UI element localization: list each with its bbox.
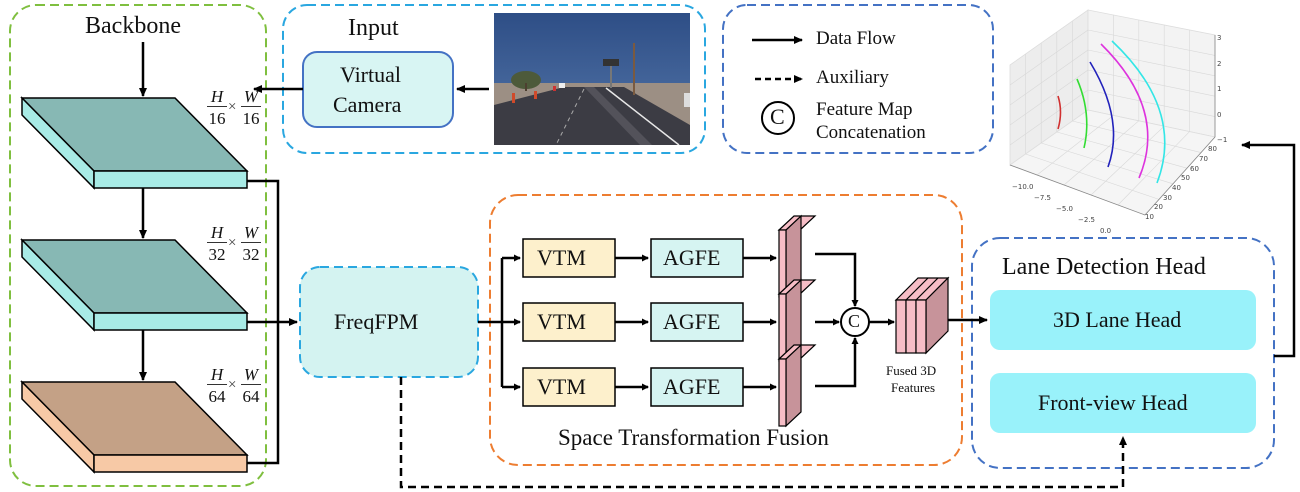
x-tick-label: −10.0 — [1012, 183, 1034, 191]
front-view-head-box — [990, 373, 1256, 433]
agfe-box-1 — [650, 238, 744, 278]
x-tick-label: −5.0 — [1056, 205, 1073, 213]
freqfpm-label: FreqFPM — [334, 309, 419, 334]
virtual-camera-label-1: Virtual — [340, 62, 401, 87]
vtm-box-1 — [522, 238, 616, 278]
legend-auxiliary: Auxiliary — [816, 67, 889, 88]
virtual-camera-label-2: Camera — [333, 92, 402, 117]
stf-feature-map-edge-3 — [778, 358, 787, 427]
lane-3d-plot — [1009, 9, 1216, 216]
plot-gridline — [1036, 115, 1114, 176]
y-tick-label: 80 — [1208, 145, 1217, 154]
lane-head-box — [990, 290, 1256, 350]
stf-feature-map-face-3 — [785, 343, 802, 428]
backbone-title: Backbone — [85, 13, 181, 39]
fused-label-1: Fused 3D — [886, 363, 937, 378]
plot-gridline — [1009, 89, 1089, 146]
z-tick-label: 2 — [1217, 59, 1222, 68]
bus-fm1 — [247, 179, 280, 322]
legend-concat-symbol: C — [770, 104, 785, 129]
plot-gridline — [1041, 142, 1174, 185]
z-tick-label: 0 — [1217, 110, 1222, 119]
plot-gridline — [1009, 69, 1089, 126]
stf-feature-map-edge-1 — [778, 229, 787, 298]
front-view-head-label: Front-view Head — [1038, 390, 1188, 415]
vtm-box-3 — [522, 367, 616, 407]
plot-gridline — [1087, 29, 1216, 56]
input-title: Input — [348, 15, 399, 41]
z-tick-label: 1 — [1217, 85, 1222, 93]
vtm-label-3: VTM — [537, 374, 586, 399]
agfe-box-3 — [650, 367, 744, 407]
agfe-box-2 — [650, 302, 744, 342]
plot-gridline — [1009, 29, 1089, 86]
plot-gridline — [1087, 89, 1216, 117]
concat-symbol: C — [848, 311, 861, 331]
x-tick-label: −7.5 — [1034, 194, 1051, 202]
y-tick-label: 10 — [1145, 213, 1154, 221]
arrow-fm-bot-to-concat — [815, 337, 859, 388]
lane-curve-3 — [1089, 61, 1115, 168]
plot-gridline — [1056, 131, 1188, 169]
legend-concat-line2: Concatenation — [816, 122, 926, 143]
plot-gridline — [1087, 49, 1216, 77]
auxiliary-path — [399, 377, 1127, 489]
plot-gridline — [1025, 153, 1160, 200]
y-tick-label: 30 — [1163, 193, 1172, 202]
head-title: Lane Detection Head — [1002, 254, 1206, 280]
y-tick-label: 20 — [1154, 203, 1163, 212]
arrow-fm-top-to-concat — [815, 252, 859, 307]
stf-group — [489, 194, 963, 466]
bus-fm3 — [247, 322, 280, 465]
legend-concat-icon — [761, 101, 795, 135]
vtm-label-2: VTM — [537, 309, 586, 334]
plot-gridline — [1090, 125, 1165, 196]
y-tick-label: 40 — [1172, 183, 1181, 192]
x-tick-label: 0.0 — [1100, 227, 1112, 235]
lane-curve-1 — [1057, 95, 1062, 130]
lane-curve-5 — [1111, 40, 1166, 184]
z-tick-label: −1 — [1217, 136, 1228, 144]
stf-title: Space Transformation Fusion — [558, 425, 829, 450]
y-tick-label: 70 — [1199, 154, 1208, 163]
z-tick-label: 3 — [1217, 34, 1222, 42]
y-tick-label: 50 — [1181, 174, 1190, 183]
legend-data-flow: Data Flow — [816, 28, 896, 49]
agfe-label-3: AGFE — [663, 374, 721, 399]
agfe-label-2: AGFE — [663, 309, 721, 334]
plot-gridline — [1087, 69, 1216, 97]
plot-gridline — [1063, 120, 1139, 186]
x-tick-label: −2.5 — [1078, 216, 1095, 224]
plot-gridline — [1117, 131, 1190, 206]
y-tick-label: 60 — [1190, 164, 1199, 173]
vtm-label-1: VTM — [537, 245, 586, 270]
input-group — [282, 4, 706, 154]
arrow-head-to-plot — [1241, 141, 1296, 358]
plot-gridline — [1009, 49, 1089, 106]
backbone-group — [9, 4, 267, 487]
feature-map-1-32 — [20, 238, 249, 332]
lane-curve-2 — [1076, 78, 1088, 149]
plot-gridline — [1072, 120, 1202, 153]
agfe-label-1: AGFE — [663, 245, 721, 270]
fused-3d-features — [894, 276, 950, 355]
stf-feature-map-edge-2 — [778, 293, 787, 362]
input-road-image — [494, 13, 690, 145]
vtm-box-2 — [522, 302, 616, 342]
legend-group — [722, 4, 994, 154]
lane-curve-4 — [1100, 43, 1149, 179]
lane-head-label: 3D Lane Head — [1053, 307, 1182, 332]
fused-label-2: Features — [891, 380, 936, 395]
feature-map-1-16 — [20, 96, 249, 190]
feature-map-1-64 — [20, 380, 249, 474]
legend-concat-line1: Feature Map — [816, 99, 913, 120]
